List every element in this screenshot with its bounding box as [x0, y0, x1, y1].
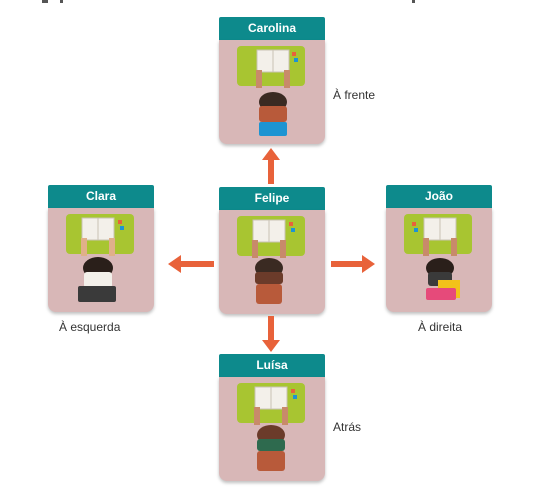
caption-behind: Atrás: [333, 420, 362, 434]
desk-illustration: [219, 210, 325, 314]
chair-icon: [259, 122, 287, 136]
cropped-top-text: [42, 0, 415, 3]
chair-icon: [78, 286, 116, 302]
desk-illustration: [386, 208, 492, 312]
arrow-right-icon: [331, 255, 375, 273]
student-name: Luísa: [219, 354, 325, 377]
desk-illustration: [219, 40, 325, 144]
desk-illustration: [48, 208, 154, 312]
student-name: Felipe: [219, 187, 325, 210]
student-card-felipe: Felipe: [219, 187, 325, 314]
chair-icon: [256, 284, 282, 304]
student-card-clara: Clara: [48, 185, 154, 312]
arrow-up-icon: [262, 148, 280, 184]
student-at-desk-icon: [237, 383, 305, 471]
caption-left: À esquerda: [59, 320, 121, 334]
arrow-down-icon: [262, 316, 280, 352]
caption-right: À direita: [418, 320, 463, 334]
arrow-left-icon: [168, 255, 214, 273]
student-at-desk-icon: [66, 214, 134, 302]
chair-icon: [257, 451, 285, 471]
caption-front: À frente: [333, 88, 376, 102]
student-card-luisa: Luísa: [219, 354, 325, 481]
chair-icon: [426, 288, 456, 300]
student-name: Carolina: [219, 17, 325, 40]
student-card-carolina: Carolina: [219, 17, 325, 144]
desk-illustration: [219, 377, 325, 481]
student-at-desk-icon: [237, 216, 305, 304]
student-card-joao: João: [386, 185, 492, 312]
student-name: João: [386, 185, 492, 208]
student-at-desk-icon: [237, 46, 305, 136]
student-name: Clara: [48, 185, 154, 208]
student-at-desk-icon: [404, 214, 472, 300]
